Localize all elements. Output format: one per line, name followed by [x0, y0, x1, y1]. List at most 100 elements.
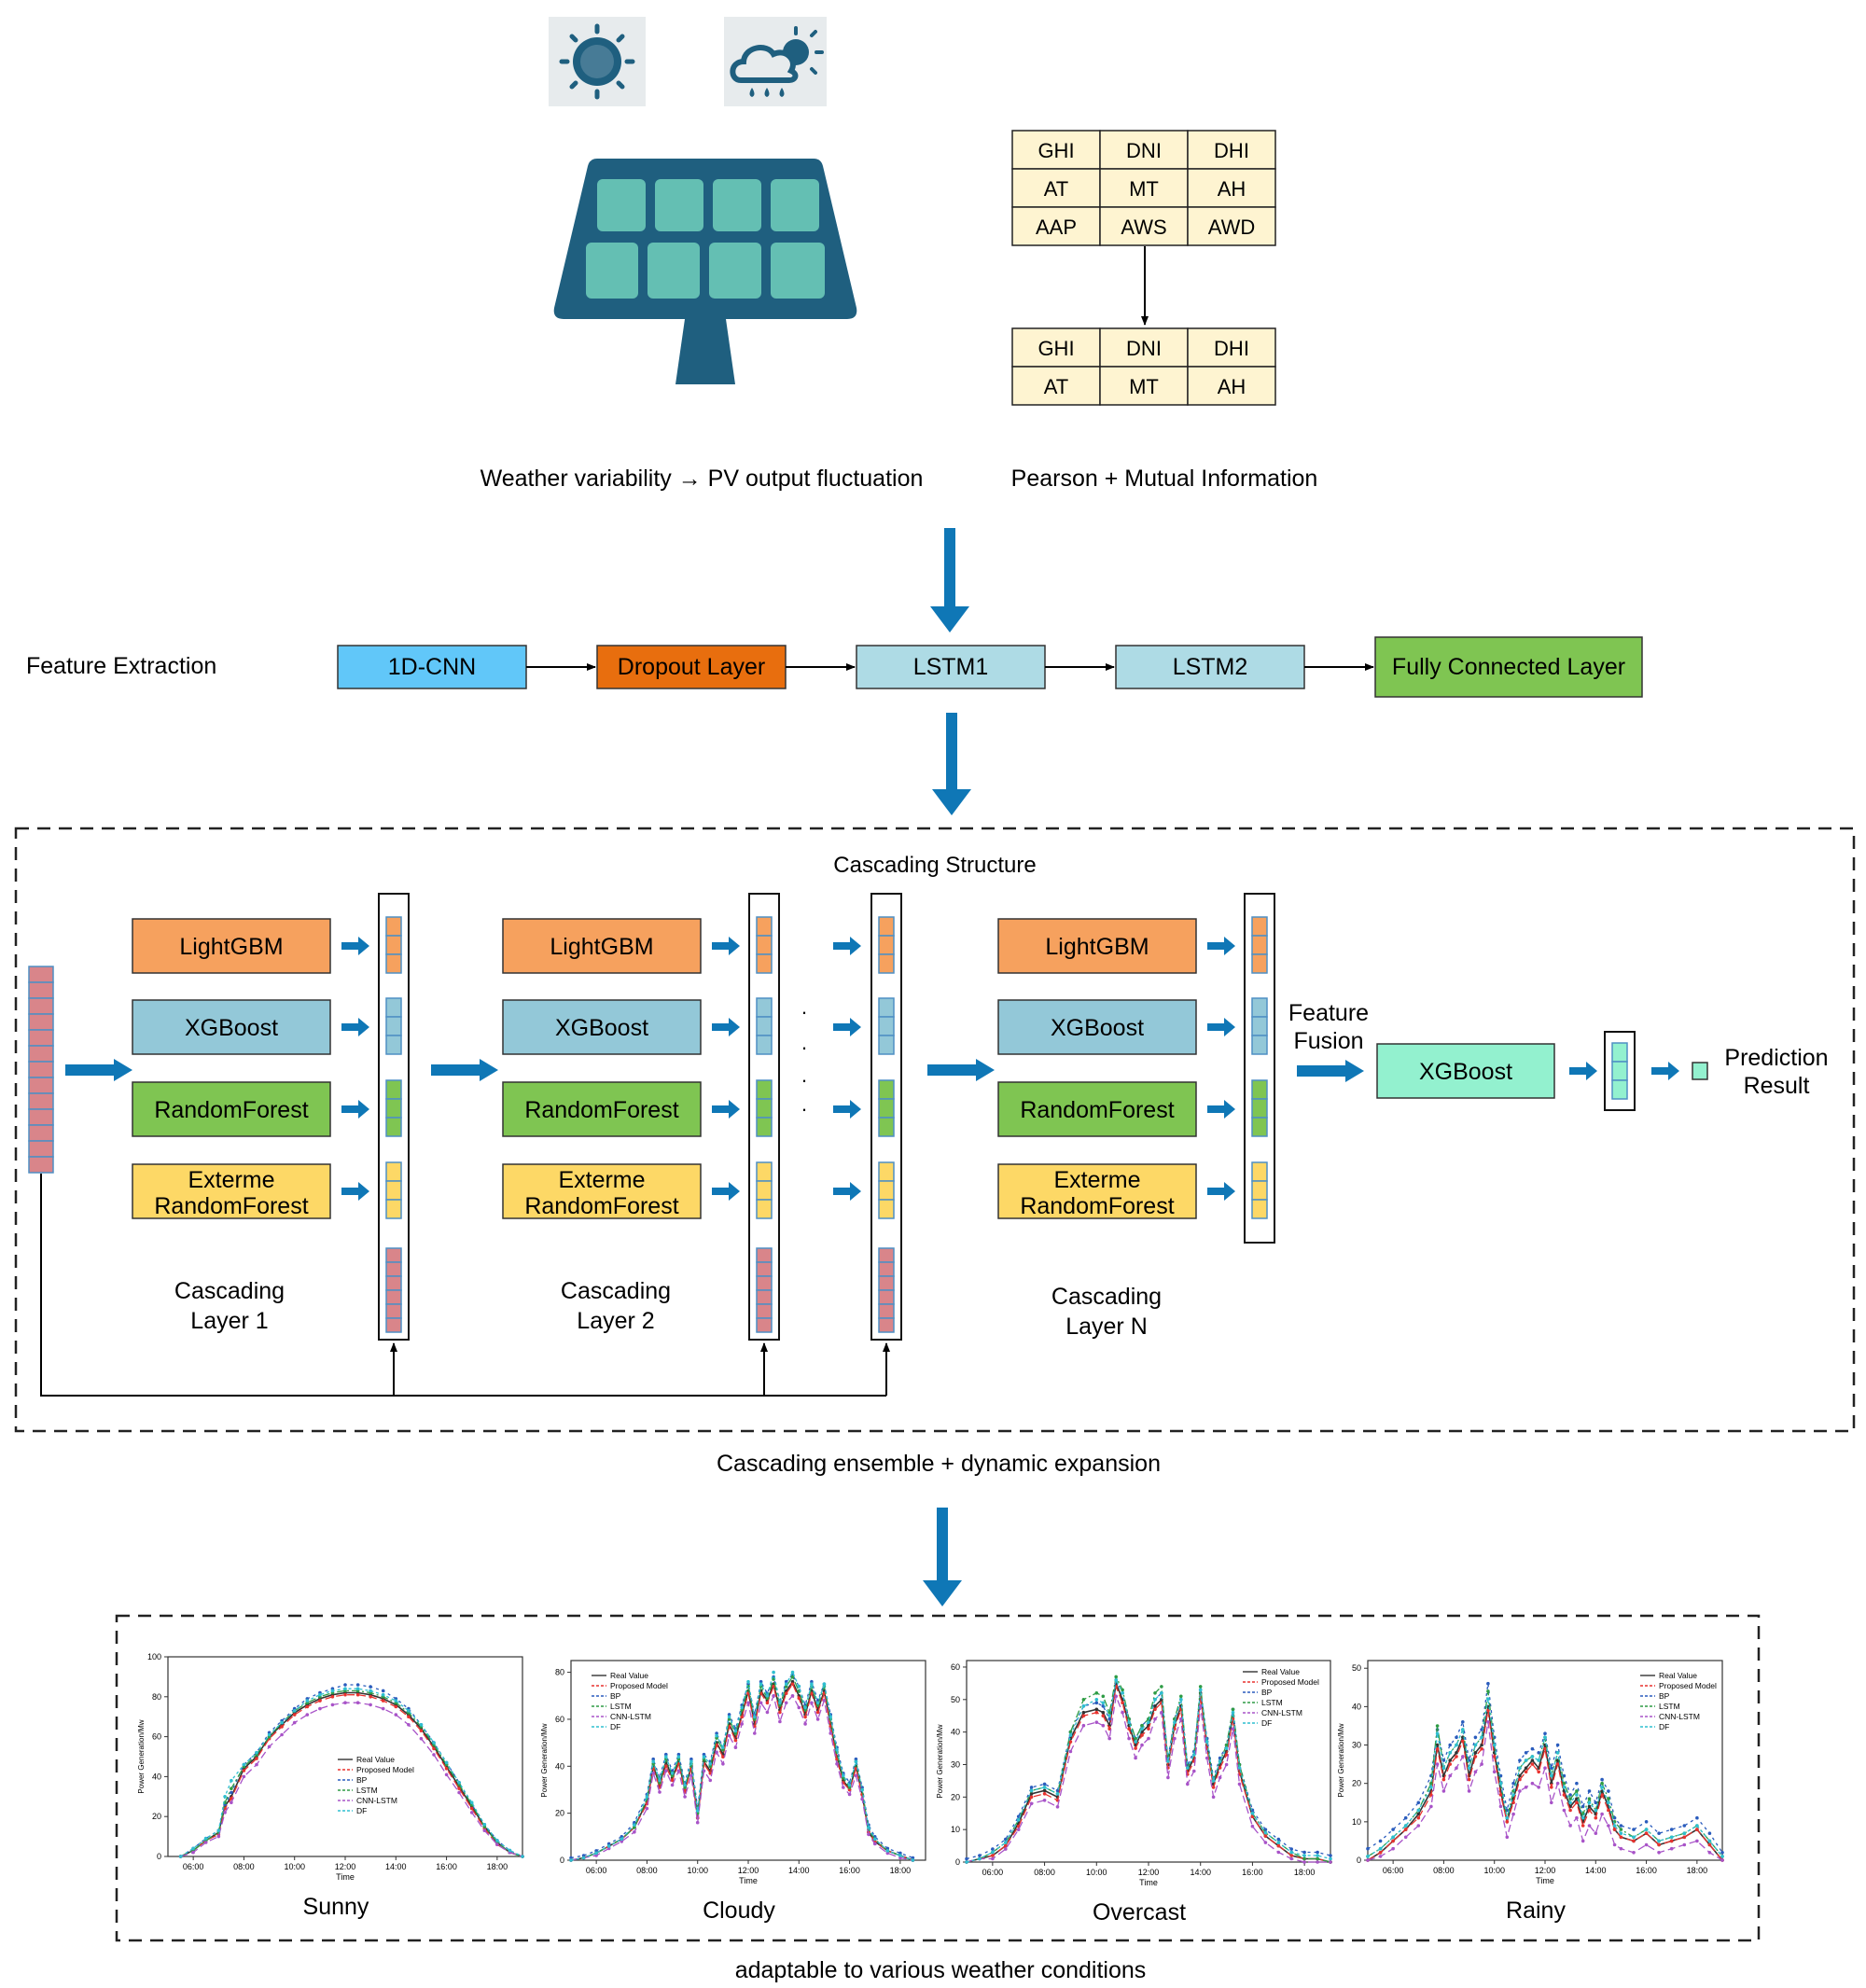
series-point: [1166, 1775, 1170, 1780]
series-point: [829, 1731, 832, 1735]
series-point: [1391, 1828, 1395, 1831]
series-point: [469, 1800, 474, 1804]
vector-cell: [385, 1261, 402, 1277]
series-point: [369, 1689, 372, 1693]
series-point: [1607, 1789, 1610, 1793]
x-tick-label: 12:00: [335, 1862, 356, 1871]
series-point: [1575, 1800, 1579, 1805]
series-point: [670, 1769, 675, 1773]
series-point: [765, 1710, 770, 1715]
legend-label: LSTM: [1659, 1702, 1680, 1711]
y-tick-label: 80: [152, 1692, 161, 1702]
series-point: [1480, 1735, 1483, 1740]
series-point: [1435, 1762, 1440, 1766]
series-point: [1575, 1781, 1579, 1786]
prediction-cell: [1692, 1062, 1708, 1080]
small-arrow: [341, 937, 369, 955]
small-arrow: [712, 1182, 740, 1201]
series-point: [721, 1745, 725, 1749]
base-model-block: [502, 918, 702, 974]
series-point: [1127, 1727, 1131, 1731]
x-axis-label: Time: [336, 1872, 355, 1882]
ellipsis-dot: ·: [801, 1000, 807, 1023]
vector-cell: [756, 1180, 773, 1201]
series-point: [1600, 1786, 1604, 1789]
series-point: [1042, 1799, 1047, 1802]
series-point: [1537, 1770, 1540, 1774]
x-tick-label: 10:00: [687, 1866, 708, 1875]
series-point: [1218, 1759, 1222, 1763]
series-point: [854, 1757, 858, 1761]
extraction-block-label: Dropout Layer: [618, 654, 765, 680]
series-point: [740, 1722, 744, 1726]
series-point: [1657, 1831, 1661, 1835]
series-point: [1568, 1808, 1572, 1813]
series-point: [784, 1679, 788, 1684]
series-point: [1644, 1828, 1649, 1831]
series-point: [1435, 1731, 1440, 1735]
series-point: [708, 1778, 713, 1783]
vector-cell: [756, 1261, 773, 1277]
vector-cell: [1251, 1161, 1268, 1182]
series-point: [898, 1856, 902, 1860]
series-point: [495, 1842, 499, 1846]
prediction-result-label: Result: [1744, 1073, 1810, 1099]
series-line: [1367, 1699, 1723, 1857]
series-point: [721, 1762, 725, 1766]
series-point: [1134, 1756, 1137, 1760]
x-tick-label: 14:00: [385, 1862, 407, 1871]
series-point: [1632, 1835, 1636, 1840]
series-point: [829, 1715, 832, 1719]
cascading-layer-label: Cascading: [1051, 1284, 1162, 1310]
series-point: [1486, 1689, 1490, 1693]
series-point: [1644, 1831, 1649, 1835]
small-arrow: [833, 1182, 861, 1201]
input-vector-cell: [28, 966, 54, 983]
series-point: [1644, 1820, 1649, 1824]
series-point: [1173, 1736, 1177, 1741]
series-point: [1101, 1723, 1106, 1728]
series-point: [191, 1846, 195, 1851]
series-point: [1316, 1860, 1319, 1864]
series-point: [1276, 1850, 1281, 1855]
legend-label: BP: [1659, 1691, 1670, 1701]
series-point: [432, 1741, 436, 1745]
series-point: [381, 1706, 385, 1711]
series-point: [1101, 1701, 1106, 1705]
series-line: [1367, 1721, 1723, 1861]
base-model-label: LightGBM: [550, 934, 653, 960]
series-line: [966, 1675, 1331, 1863]
small-arrow: [1651, 1062, 1679, 1080]
series-point: [867, 1832, 870, 1837]
series-point: [1581, 1824, 1585, 1828]
series-point: [1289, 1854, 1293, 1857]
x-tick-label: 08:00: [233, 1862, 255, 1871]
vector-cell: [1251, 1079, 1268, 1100]
series-point: [1612, 1842, 1617, 1847]
series-point: [1607, 1800, 1610, 1805]
y-tick-label: 10: [1352, 1817, 1361, 1827]
series-point: [1441, 1777, 1446, 1782]
series-point: [1473, 1735, 1478, 1740]
series-point: [1695, 1824, 1699, 1828]
y-tick-label: 50: [951, 1695, 960, 1704]
series-point: [1511, 1781, 1515, 1786]
series-point: [835, 1757, 839, 1761]
series-point: [822, 1682, 827, 1686]
series-point: [1473, 1743, 1478, 1747]
sun-icon: [549, 17, 646, 106]
vector-cell: [385, 1289, 402, 1305]
series-point: [1205, 1740, 1209, 1744]
series-point: [1429, 1786, 1433, 1789]
series-point: [267, 1745, 272, 1749]
series-point: [633, 1820, 636, 1825]
small-arrow: [712, 1100, 740, 1119]
base-model-block: [132, 918, 331, 974]
series-point: [790, 1675, 795, 1679]
base-model-block: [132, 1081, 331, 1137]
cascading-layer-label: Cascading: [174, 1278, 285, 1304]
series-point: [1480, 1762, 1483, 1766]
series-point: [1250, 1814, 1255, 1818]
x-tick-label: 16:00: [1242, 1868, 1263, 1877]
series-point: [810, 1679, 814, 1684]
